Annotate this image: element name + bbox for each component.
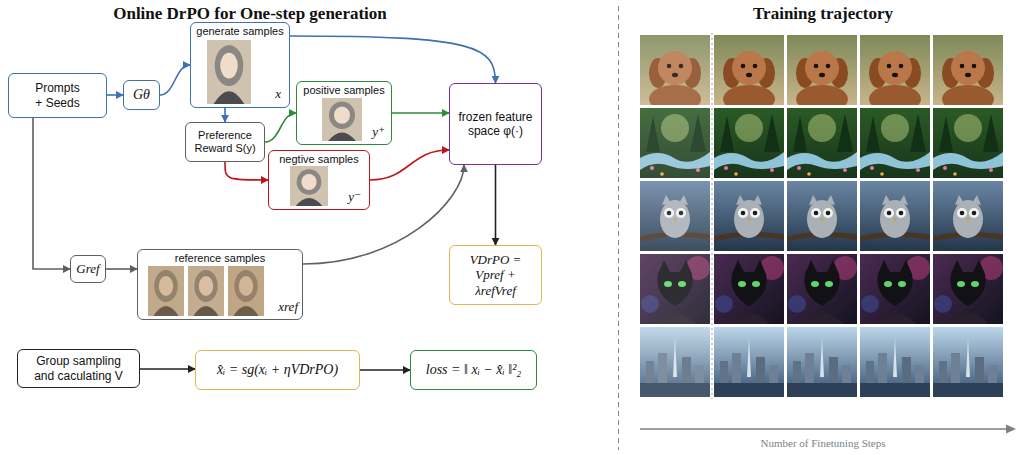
reward-box: Preference Reward S(y)	[185, 122, 265, 162]
illustration-part	[860, 181, 930, 251]
process-box: Group sampling and caculating V	[17, 349, 140, 388]
axis-label: Number of Finetuning Steps	[620, 437, 1026, 450]
box-heading: negtive samples	[269, 151, 369, 166]
input-box: Prompts + Seeds	[8, 73, 107, 118]
flow-arrow	[106, 268, 137, 270]
illustration-part	[933, 35, 1003, 113]
reference-box: reference samples xref	[137, 249, 303, 320]
input-label: Prompts + Seeds	[33, 81, 83, 110]
illustration-part	[188, 266, 224, 316]
illustration-part	[787, 181, 857, 251]
illustration-part	[714, 254, 784, 324]
box-heading: reference samples	[138, 250, 302, 265]
formula-box: x̂ᵢ = sg(xᵢ + ηVDrPO)	[195, 350, 360, 390]
illustration-part	[933, 108, 1003, 178]
flow-arrow	[360, 369, 410, 371]
flow-arrow	[392, 112, 449, 114]
illustration-part	[787, 108, 857, 178]
illustration-part	[933, 254, 1003, 324]
flow-arrow	[160, 65, 190, 95]
illustration-part	[228, 266, 264, 316]
illustration-part	[860, 254, 930, 324]
flow-arrow	[224, 108, 226, 122]
illustration-part	[933, 181, 1003, 251]
illustration-part	[618, 6, 619, 450]
flow-arrow	[495, 165, 497, 245]
illustration-part	[1006, 425, 1016, 434]
samples-box: generate samples x	[190, 22, 290, 108]
flow-arrow	[225, 162, 268, 180]
illustration-part	[712, 33, 713, 399]
loss-box: loss = ‖ xᵢ − x̂ᵢ ‖²₂	[410, 350, 537, 390]
generator-box: Gθ	[123, 80, 160, 110]
illustration-part	[188, 266, 224, 316]
flow-arrow	[265, 113, 296, 142]
sample-symbol: x	[275, 86, 281, 102]
negative-box: negtive samples y⁻	[268, 150, 370, 210]
flow-arrow	[140, 368, 195, 370]
reference-generator-box: Gref	[70, 255, 106, 283]
sample-symbol: y⁺	[372, 124, 385, 140]
illustration-part	[290, 166, 328, 206]
sample-symbol: xref	[278, 299, 298, 315]
illustration-part	[787, 35, 857, 113]
flow-arrow	[290, 36, 496, 83]
formula: x̂ᵢ = sg(xᵢ + ηVDrPO)	[217, 362, 338, 379]
figure-title: Online DrPO for One-step generation	[0, 4, 500, 24]
illustration-part	[860, 327, 930, 397]
panel-title: Training trajectory	[620, 4, 1026, 24]
reward-label: Preference Reward S(y)	[189, 129, 261, 155]
positive-box: positive samples y⁺	[296, 81, 392, 145]
box-heading: generate samples	[191, 23, 289, 38]
illustration-part	[787, 327, 857, 397]
illustration-part	[714, 108, 784, 178]
formula-box: VDrPO = Vpref + λrefVref	[449, 245, 542, 305]
illustration-part	[322, 98, 362, 141]
generator-label: Gθ	[133, 87, 150, 104]
formula: loss = ‖ xᵢ − x̂ᵢ ‖²₂	[426, 362, 521, 379]
formula: VDrPO = Vpref + λrefVref	[456, 252, 536, 299]
illustration-part	[714, 35, 784, 113]
flow-arrow	[107, 94, 123, 96]
illustration-part	[207, 40, 251, 104]
generator-label: Gref	[76, 261, 99, 277]
illustration-part	[714, 327, 784, 397]
illustration-part	[787, 254, 857, 324]
illustration-part	[933, 327, 1003, 397]
feature-space-label: frozen feature space φ(·)	[457, 110, 535, 139]
sample-symbol: y⁻	[348, 189, 361, 205]
flow-arrow	[370, 150, 449, 180]
illustration-part	[640, 428, 1008, 430]
illustration-part	[148, 266, 184, 316]
illustration-part	[860, 35, 930, 113]
feature-space-box: frozen feature space φ(·)	[449, 83, 542, 165]
process-label: Group sampling and caculating V	[30, 354, 128, 383]
illustration-part	[860, 108, 930, 178]
box-heading: positive samples	[297, 82, 391, 97]
illustration-part	[714, 181, 784, 251]
illustration-part	[148, 266, 184, 316]
illustration-part	[640, 35, 710, 397]
flow-arrow	[33, 118, 70, 269]
flow-arrow	[303, 165, 464, 264]
illustration-part	[228, 266, 264, 316]
